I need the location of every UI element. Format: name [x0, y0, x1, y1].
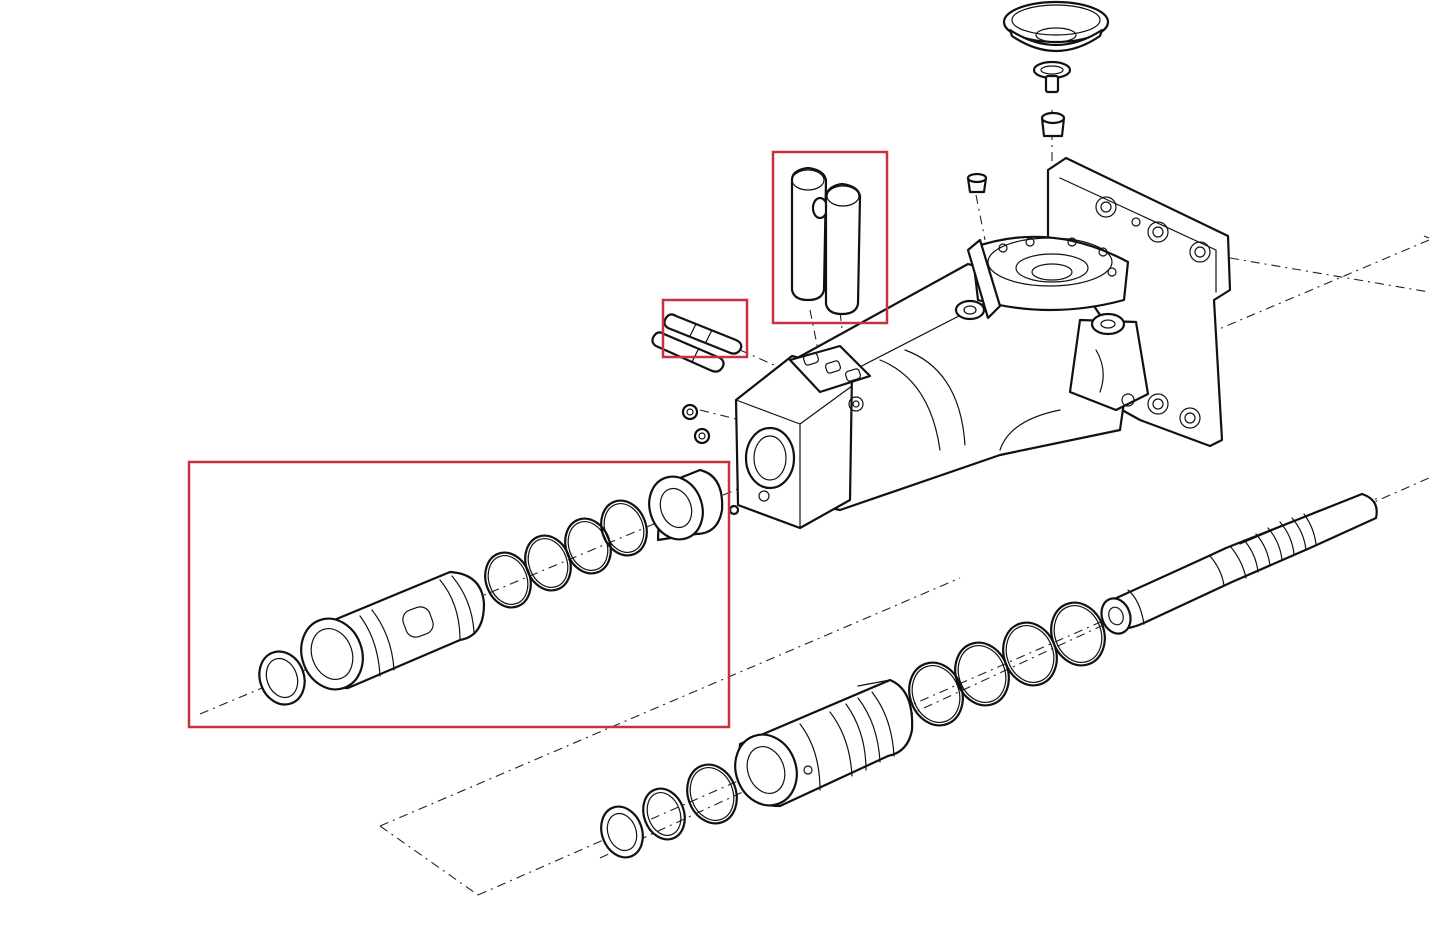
o-ring-2: [524, 534, 572, 592]
lower-o-ring-1: [642, 787, 686, 841]
slide-block-2: [824, 182, 862, 316]
highlight-frames: [187, 150, 889, 729]
lower-o-ring-6: [1050, 601, 1106, 667]
bushing: [648, 468, 724, 542]
slide-block-1: [790, 166, 829, 302]
valve-stem: [1044, 74, 1060, 94]
highlight-box-slide-blocks: [771, 150, 889, 325]
main-housing: [734, 156, 1232, 530]
pin-1: [663, 313, 743, 355]
lower-piston: [734, 678, 914, 808]
highlight-box-pins: [661, 298, 749, 359]
o-ring-1: [484, 551, 532, 609]
highlight-box-piston-assembly: [187, 460, 731, 729]
diaphragm-ring: [1032, 60, 1072, 80]
plug-top: [966, 172, 988, 194]
piston-sleeve: [300, 570, 486, 691]
end-washer: [258, 650, 306, 706]
lower-o-ring-3: [908, 661, 964, 727]
lower-end-washer-1: [600, 805, 644, 859]
valve-seat: [1040, 111, 1066, 138]
set-screw-2: [693, 427, 711, 445]
diaphragm-cap: [1002, 0, 1110, 52]
small-plug: [728, 504, 740, 516]
lower-o-ring-2: [686, 763, 738, 825]
set-screw-1: [681, 403, 699, 421]
o-ring-4: [600, 499, 648, 557]
spindle-shaft: [1100, 492, 1378, 635]
